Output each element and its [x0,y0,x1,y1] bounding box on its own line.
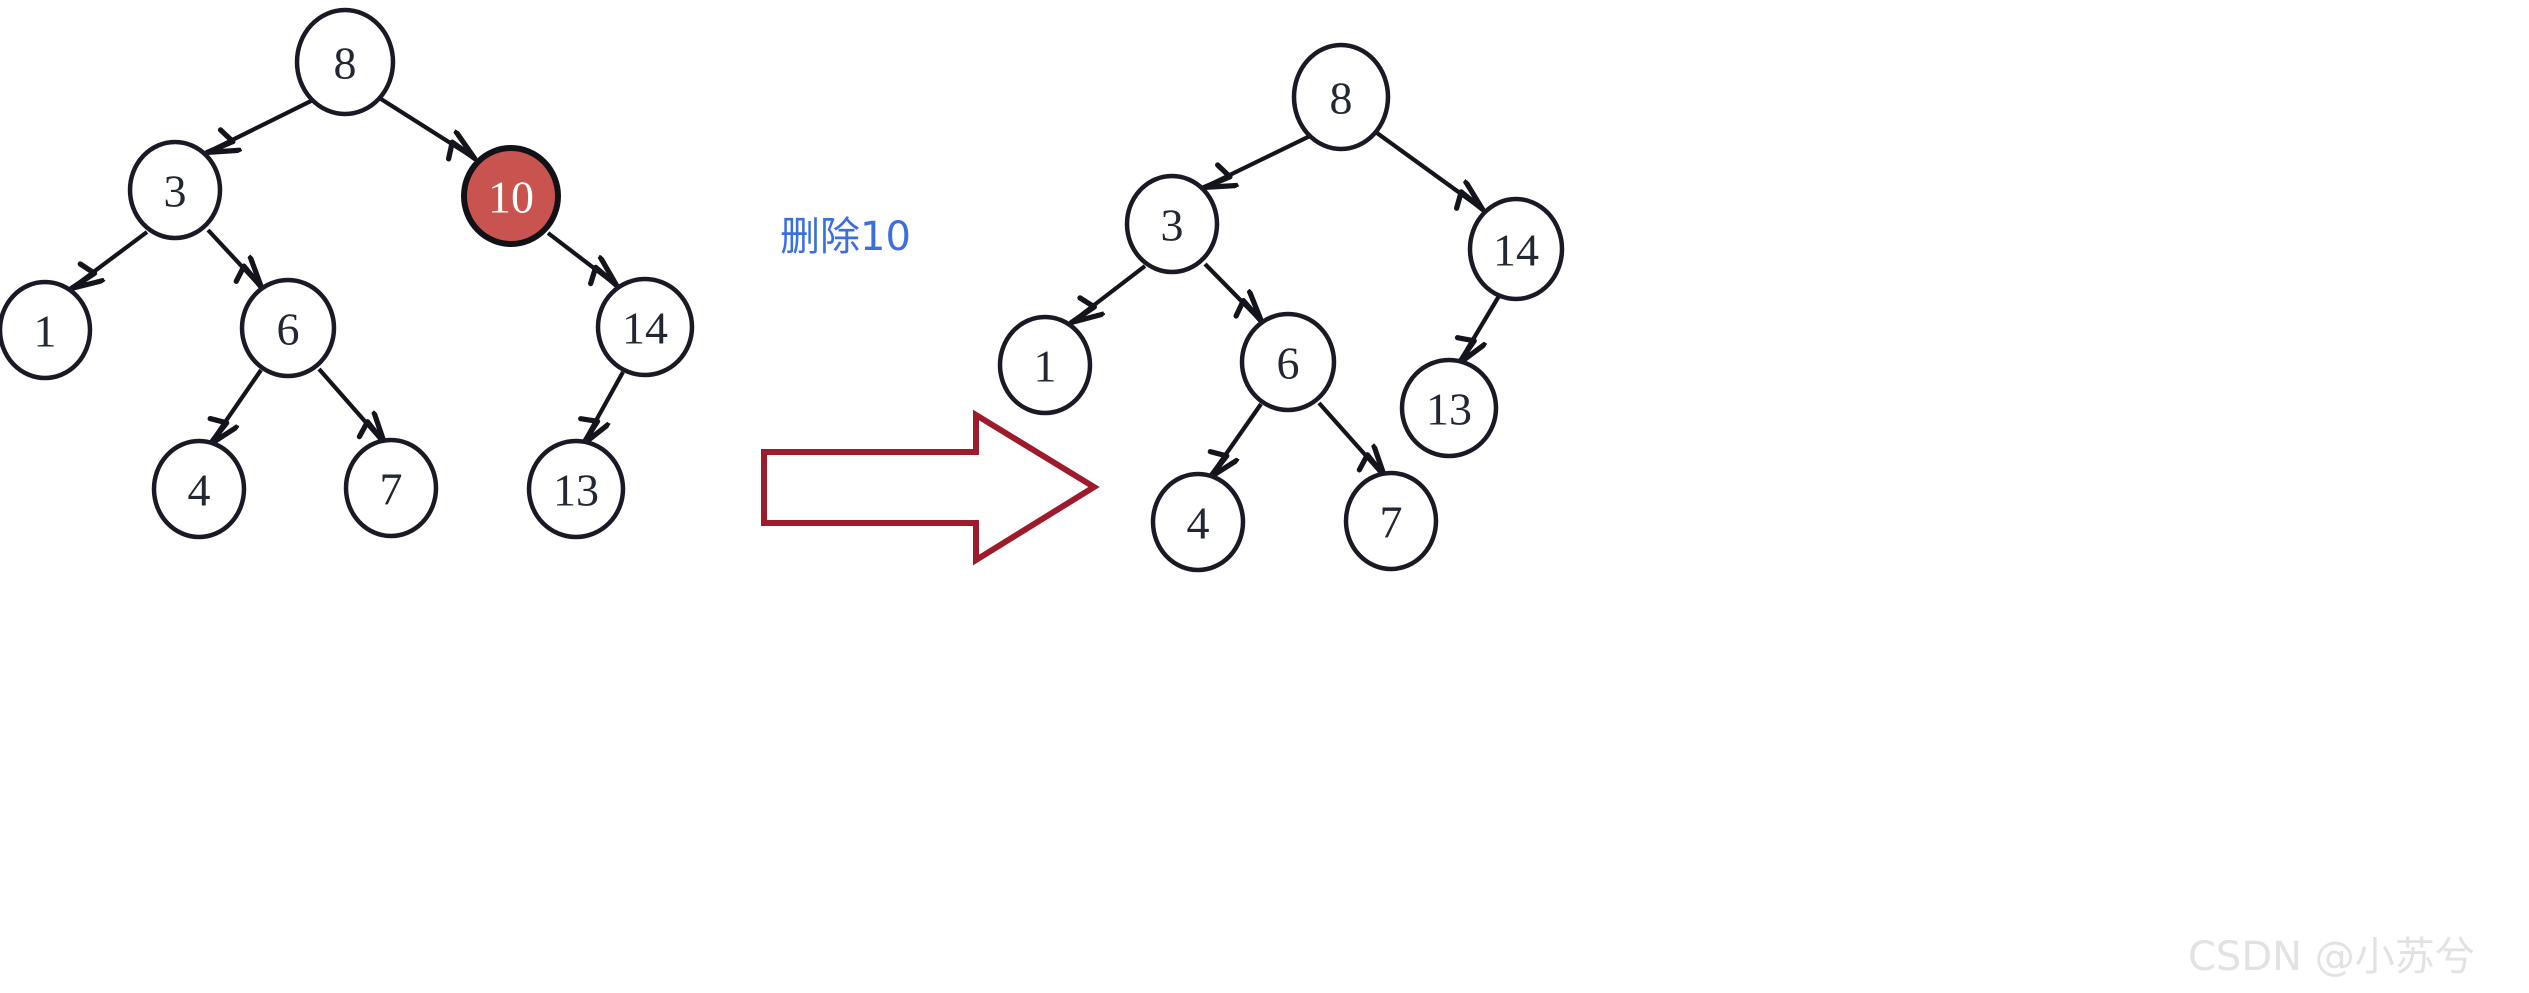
tree-node-before-13[interactable]: 13 [526,438,626,540]
tree-edge-b6-to-b7 [317,367,384,443]
node-shape [526,438,626,540]
tree-edge-a14-to-a13 [1459,294,1501,363]
tree-node-before-10[interactable]: 10 [461,145,561,247]
node-value-label: 4 [1187,498,1210,549]
after-tree-edges [1072,131,1501,477]
node-shape [1399,357,1499,459]
tree-edge-a3-to-a6 [1203,262,1261,321]
node-value-label: 14 [622,303,668,354]
node-shape [1467,196,1565,302]
tree-edge-a6-to-a7 [1317,401,1384,476]
tree-node-after-8[interactable]: 8 [1291,42,1391,152]
node-shape [0,279,93,381]
node-value-label: 7 [380,464,403,515]
node-value-label: 1 [34,306,57,357]
node-value-label: 14 [1493,225,1539,276]
tree-node-before-3[interactable]: 3 [127,139,223,241]
tree-edge-b8-to-b10 [379,97,474,158]
node-value-label: 10 [488,172,534,223]
tree-edge-b3-to-b6 [206,228,261,287]
csdn-watermark: CSDN @小苏兮 [2188,934,2475,980]
tree-node-before-7[interactable]: 7 [343,437,439,539]
node-value-label: 6 [277,304,300,355]
node-value-label: 6 [1277,338,1300,389]
node-shape [1150,471,1246,573]
node-shape [294,7,396,117]
tree-edge-a6-to-a4 [1210,402,1263,477]
block-arrow-right-icon [761,409,1100,566]
node-shape [595,276,695,378]
operation-label: 删除10 [780,214,911,260]
tree-node-after-3[interactable]: 3 [1124,173,1220,275]
node-shape [997,314,1093,416]
tree-node-before-14[interactable]: 14 [595,276,695,378]
node-shape [151,438,247,540]
tree-node-after-7[interactable]: 7 [1343,470,1439,572]
tree-node-after-13[interactable]: 13 [1399,357,1499,459]
node-value-label: 3 [1161,200,1184,251]
node-shape [461,145,561,247]
node-value-label: 8 [334,38,357,89]
node-value-label: 4 [188,465,211,516]
node-shape [1239,311,1337,413]
node-shape [127,139,223,241]
tree-edge-b8-to-b3 [208,98,314,152]
node-value-label: 13 [553,465,599,516]
tree-edge-a8-to-a3 [1205,134,1311,187]
node-shape [1124,173,1220,275]
node-value-label: 8 [1330,73,1353,124]
tree-edge-a8-to-a14 [1375,131,1482,209]
node-value-label: 1 [1034,341,1057,392]
node-shape [1291,42,1391,152]
operation-annotation: 删除10 [761,214,1100,566]
tree-edge-b6-to-b4 [210,368,263,444]
tree-edge-b14-to-b13 [583,370,625,444]
node-shape [343,437,439,539]
node-value-label: 3 [164,166,187,217]
node-shape [239,277,337,379]
after-tree-nodes: 8 3 14 1 6 13 4 7 [997,42,1565,573]
tree-node-before-1[interactable]: 1 [0,279,93,381]
node-value-label: 13 [1426,384,1472,435]
tree-node-after-14[interactable]: 14 [1467,196,1565,302]
node-value-label: 7 [1380,497,1403,548]
tree-node-before-8[interactable]: 8 [294,7,396,117]
tree-edge-b3-to-b1 [72,230,149,288]
node-shape [1343,470,1439,572]
tree-node-after-6[interactable]: 6 [1239,311,1337,413]
tree-edge-b10-to-b14 [546,231,616,285]
tree-node-after-1[interactable]: 1 [997,314,1093,416]
before-tree-edges [72,97,625,444]
tree-node-before-4[interactable]: 4 [151,438,247,540]
tree-edge-a3-to-a1 [1072,264,1147,322]
before-tree-nodes: 8 3 10 1 6 14 4 7 13 [0,7,695,540]
tree-node-before-6[interactable]: 6 [239,277,337,379]
tree-node-after-4[interactable]: 4 [1150,471,1246,573]
